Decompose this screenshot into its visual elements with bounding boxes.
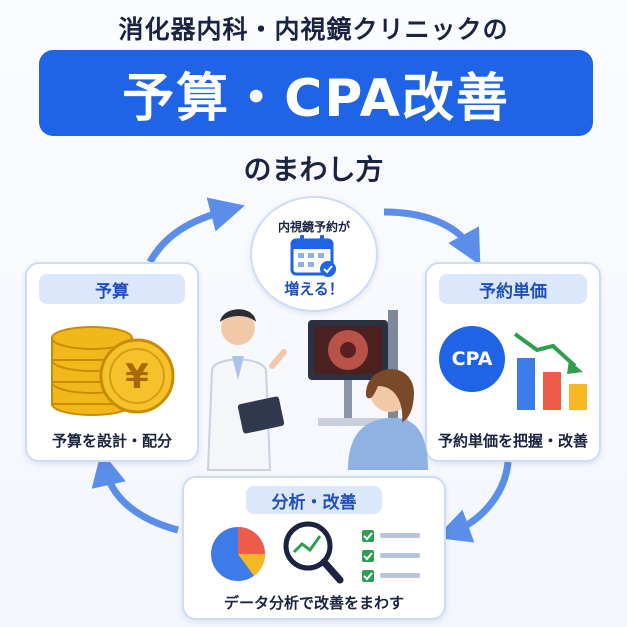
trend-down-arrow-icon	[513, 332, 577, 368]
arrow-to-analysis	[435, 461, 512, 543]
checklist-icon	[362, 530, 420, 582]
cpa-badge: CPA	[439, 326, 505, 392]
check-icon	[320, 261, 336, 277]
budget-chip: 予算	[39, 274, 185, 304]
title-line1: 消化器内科・内視鏡クリニックの	[118, 15, 509, 44]
cpa-badge-text: CPA	[451, 348, 493, 370]
bubble-line1: 内視鏡予約が	[277, 220, 350, 234]
budget-card: 予算 ¥ 予算を設計・配分	[25, 262, 199, 462]
analysis-card: 分析・改善	[182, 476, 446, 620]
bubble-line2: 増える！	[284, 280, 344, 298]
arrow-to-unit-price	[383, 208, 481, 266]
bar-chart-icon	[513, 332, 587, 410]
unit-price-chip: 予約単価	[439, 274, 587, 304]
reservation-bubble: 内視鏡予約が 増える！	[250, 196, 378, 312]
calendar-icon	[290, 235, 336, 277]
analysis-caption: データ分析で改善をまわす	[223, 594, 404, 612]
pie-chart-icon	[211, 527, 266, 581]
budget-caption: 予算を設計・配分	[51, 432, 172, 450]
analysis-chip: 分析・改善	[246, 486, 382, 514]
title-banner-text: 予算・CPA改善	[122, 68, 510, 129]
yen-symbol: ¥	[125, 357, 149, 397]
unit-price-caption: 予約単価を把握・改善	[437, 432, 588, 450]
arrow-to-bubble	[146, 197, 245, 264]
title-line3: のまわし方	[243, 153, 384, 186]
magnifier-icon	[283, 521, 344, 584]
arrow-to-budget	[91, 450, 179, 534]
yen-coin-icon: ¥	[99, 338, 175, 414]
doctor-head	[221, 311, 255, 345]
clinic-scene-illustration	[206, 309, 428, 471]
unit-price-card: 予約単価 CPA 予約単価を把握・改善	[425, 262, 601, 462]
title-banner: 予算・CPA改善	[39, 50, 593, 136]
